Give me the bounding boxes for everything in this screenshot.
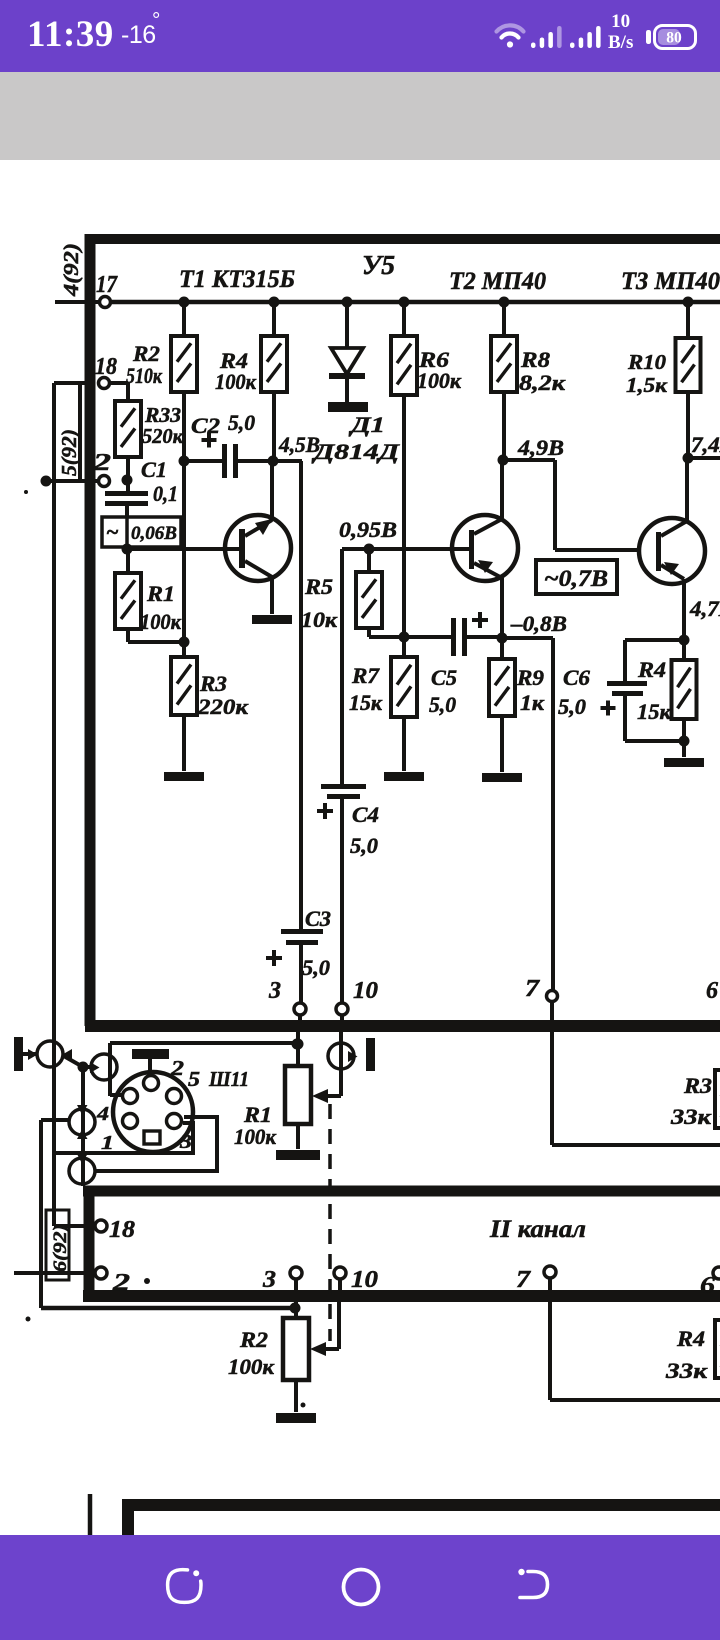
svg-text:Д1: Д1 bbox=[348, 412, 385, 437]
svg-text:4,5В: 4,5В bbox=[278, 432, 320, 457]
svg-text:5(92): 5(92) bbox=[57, 429, 81, 476]
svg-text:3: 3 bbox=[262, 1267, 276, 1293]
svg-text:С3: С3 bbox=[305, 906, 331, 931]
svg-text:520к: 520к bbox=[142, 424, 184, 448]
svg-text:Ш11: Ш11 bbox=[208, 1067, 249, 1091]
svg-text:33к: 33к bbox=[665, 1358, 708, 1383]
svg-text:R4: R4 bbox=[637, 657, 666, 682]
svg-text:5: 5 bbox=[188, 1067, 200, 1091]
svg-text:1,5к: 1,5к bbox=[626, 373, 668, 397]
svg-text:100к: 100к bbox=[228, 1354, 275, 1379]
svg-text:4,9В: 4,9В bbox=[517, 435, 564, 460]
svg-text:100к: 100к bbox=[417, 368, 462, 393]
svg-text:R3: R3 bbox=[683, 1073, 712, 1098]
svg-text:R6: R6 bbox=[418, 347, 449, 372]
svg-text:R4: R4 bbox=[219, 348, 248, 373]
svg-text:7,4В: 7,4В bbox=[691, 432, 720, 457]
svg-text:Т3 МП40: Т3 МП40 bbox=[621, 268, 720, 295]
svg-text:Т1 КТ315Б: Т1 КТ315Б bbox=[179, 266, 295, 293]
svg-text:5,0: 5,0 bbox=[228, 410, 255, 435]
svg-text:4: 4 bbox=[96, 1103, 109, 1125]
svg-text:0,06В: 0,06В bbox=[131, 523, 177, 544]
svg-text:5,0: 5,0 bbox=[558, 694, 586, 719]
svg-text:R4: R4 bbox=[676, 1326, 705, 1351]
svg-text:6(92): 6(92) bbox=[50, 1224, 71, 1272]
svg-text:С4: С4 bbox=[352, 802, 379, 827]
svg-text:R9: R9 bbox=[516, 665, 544, 690]
svg-text:18: 18 bbox=[95, 354, 117, 380]
svg-text:18: 18 bbox=[109, 1217, 135, 1243]
svg-text:15к: 15к bbox=[637, 699, 672, 724]
svg-text:~: ~ bbox=[106, 519, 119, 544]
svg-text:R5: R5 bbox=[304, 574, 333, 599]
svg-text:С2: С2 bbox=[191, 413, 220, 438]
svg-text:6: 6 bbox=[706, 978, 718, 1004]
svg-text:100к: 100к bbox=[234, 1124, 277, 1149]
svg-text:7: 7 bbox=[516, 1267, 531, 1293]
svg-text:R33: R33 bbox=[144, 403, 181, 427]
svg-text:~0,7В: ~0,7В bbox=[544, 566, 608, 591]
svg-text:С6: С6 bbox=[563, 665, 590, 690]
svg-text:15к: 15к bbox=[349, 690, 383, 715]
svg-text:R8: R8 bbox=[520, 347, 550, 372]
svg-text:10: 10 bbox=[351, 1267, 378, 1293]
svg-text:0,95В: 0,95В bbox=[339, 517, 397, 542]
svg-text:Д814Д: Д814Д bbox=[311, 439, 400, 464]
svg-text:R10: R10 bbox=[627, 350, 667, 374]
svg-text:2: 2 bbox=[92, 450, 112, 476]
svg-text:10: 10 bbox=[353, 978, 378, 1004]
svg-text:3: 3 bbox=[268, 978, 281, 1004]
svg-text:5,0: 5,0 bbox=[302, 955, 330, 980]
svg-text:R7: R7 bbox=[351, 663, 380, 688]
svg-text:6: 6 bbox=[700, 1273, 715, 1299]
svg-text:R1: R1 bbox=[243, 1102, 272, 1127]
svg-text:Т2 МП40: Т2 МП40 bbox=[449, 268, 546, 295]
svg-text:–0,8В: –0,8В bbox=[510, 611, 567, 636]
svg-text:R3: R3 bbox=[199, 671, 227, 696]
svg-text:С1: С1 bbox=[141, 457, 167, 482]
svg-text:У5: У5 bbox=[362, 250, 395, 280]
svg-text:1: 1 bbox=[101, 1132, 114, 1154]
svg-text:3: 3 bbox=[179, 1131, 192, 1153]
svg-text:220к: 220к bbox=[197, 694, 249, 719]
svg-text:R2: R2 bbox=[239, 1327, 268, 1352]
svg-text:8,2к: 8,2к bbox=[519, 370, 566, 395]
svg-text:5,0: 5,0 bbox=[429, 692, 456, 717]
svg-text:1к: 1к bbox=[520, 690, 545, 715]
svg-text:4(92): 4(92) bbox=[59, 243, 83, 297]
svg-text:II канал: II канал bbox=[489, 1216, 586, 1243]
svg-text:R1: R1 bbox=[146, 581, 175, 606]
svg-text:33к: 33к bbox=[670, 1104, 712, 1129]
svg-text:R2: R2 bbox=[132, 341, 160, 366]
svg-text:5,0: 5,0 bbox=[350, 833, 378, 858]
svg-text:510к: 510к bbox=[126, 363, 163, 388]
svg-text:100к: 100к bbox=[215, 369, 257, 394]
svg-text:100к: 100к bbox=[140, 609, 182, 634]
svg-text:80: 80 bbox=[666, 30, 682, 47]
svg-text:17: 17 bbox=[96, 272, 118, 298]
svg-text:0,1: 0,1 bbox=[153, 481, 178, 506]
svg-text:7: 7 bbox=[525, 976, 540, 1002]
svg-text:10к: 10к bbox=[301, 607, 338, 632]
svg-text:2: 2 bbox=[112, 1270, 130, 1296]
svg-text:4,7В: 4,7В bbox=[689, 596, 720, 621]
svg-text:2: 2 bbox=[170, 1056, 185, 1080]
svg-text:С5: С5 bbox=[431, 665, 457, 690]
